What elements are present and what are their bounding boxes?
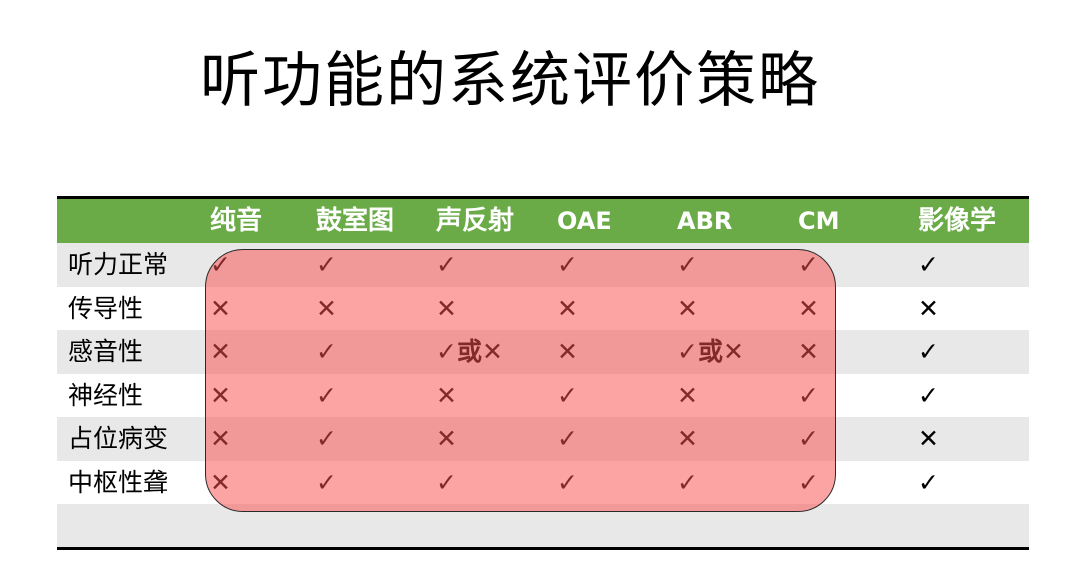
header-cm: CM (798, 207, 840, 235)
result-cell: ✓或✕ (436, 337, 503, 366)
result-cell: ✓ (557, 424, 578, 453)
row-label: 听力正常 (68, 250, 169, 279)
row-label: 感音性 (68, 337, 144, 366)
table-row: 传导性 ✕ ✕ ✕ ✕ ✕ ✕ ✕ (57, 286, 1029, 330)
result-cell: ✕ (436, 380, 457, 410)
row-label: 占位病变 (68, 424, 169, 453)
result-cell: ✓ (316, 337, 337, 366)
result-cell: ✓ (210, 250, 231, 279)
result-cell: ✕ (210, 293, 231, 323)
header-tympanogram: 鼓室图 (316, 206, 395, 236)
result-cell: ✕ (677, 293, 698, 323)
row-label: 神经性 (68, 380, 144, 410)
result-cell: ✕ (677, 380, 698, 410)
result-cell: ✓ (316, 467, 337, 497)
result-cell: ✓ (918, 250, 939, 279)
result-cell: ✕ (557, 293, 578, 323)
result-cell: ✓ (918, 467, 939, 497)
result-cell: ✓ (316, 250, 337, 279)
result-cell: ✕ (918, 424, 939, 453)
table-row: 感音性 ✕ ✓ ✓或✕ ✕ ✓或✕ ✕ ✓ (57, 330, 1029, 374)
evaluation-table: 纯音 鼓室图 声反射 OAE ABR CM 影像学 听力正常 ✓ ✓ ✓ ✓ ✓ ✓ ✓ 传导性… (57, 196, 1029, 550)
result-cell: ✓ (918, 380, 939, 410)
row-label: 传导性 (68, 293, 144, 323)
result-cell: ✓ (316, 424, 337, 453)
result-cell: ✕ (210, 424, 231, 453)
result-cell: ✕ (210, 380, 231, 410)
table-bottom-border (57, 547, 1029, 550)
result-cell: ✕ (557, 337, 578, 366)
result-cell: ✓ (798, 467, 819, 497)
table-row: 听力正常 ✓ ✓ ✓ ✓ ✓ ✓ ✓ (57, 243, 1029, 287)
slide-title: 听功能的系统评价策略 (200, 46, 820, 116)
result-cell: ✓ (316, 380, 337, 410)
result-cell: ✓ (798, 250, 819, 279)
result-cell: ✓ (557, 380, 578, 410)
header-abr: ABR (677, 207, 733, 235)
table-top-border (57, 196, 1029, 199)
result-cell: ✓ (436, 250, 457, 279)
result-cell: ✓ (918, 337, 939, 366)
table-empty-row (57, 504, 1029, 548)
result-cell: ✓或✕ (677, 337, 744, 366)
table-row: 神经性 ✕ ✓ ✕ ✓ ✕ ✓ ✓ (57, 373, 1029, 417)
result-cell: ✓ (677, 250, 698, 279)
result-cell: ✕ (210, 337, 231, 366)
result-cell: ✕ (210, 467, 231, 497)
header-oae: OAE (557, 207, 612, 235)
header-pure-tone: 纯音 (210, 206, 263, 236)
result-cell: ✓ (557, 250, 578, 279)
header-acoustic-reflex: 声反射 (436, 206, 515, 236)
table-header-row: 纯音 鼓室图 声反射 OAE ABR CM 影像学 (57, 199, 1029, 243)
header-imaging: 影像学 (918, 206, 997, 236)
result-cell: ✕ (918, 293, 939, 323)
table-row: 中枢性聋 ✕ ✓ ✓ ✓ ✓ ✓ ✓ (57, 460, 1029, 504)
result-cell: ✕ (677, 424, 698, 453)
result-cell: ✓ (557, 467, 578, 497)
result-cell: ✕ (316, 293, 337, 323)
result-cell: ✓ (677, 467, 698, 497)
result-cell: ✕ (436, 293, 457, 323)
result-cell: ✓ (798, 424, 819, 453)
result-cell: ✓ (798, 380, 819, 410)
result-cell: ✕ (798, 337, 819, 366)
result-cell: ✕ (798, 293, 819, 323)
row-label: 中枢性聋 (68, 467, 169, 497)
table-row: 占位病变 ✕ ✓ ✕ ✓ ✕ ✓ ✕ (57, 417, 1029, 461)
result-cell: ✕ (436, 424, 457, 453)
result-cell: ✓ (436, 467, 457, 497)
